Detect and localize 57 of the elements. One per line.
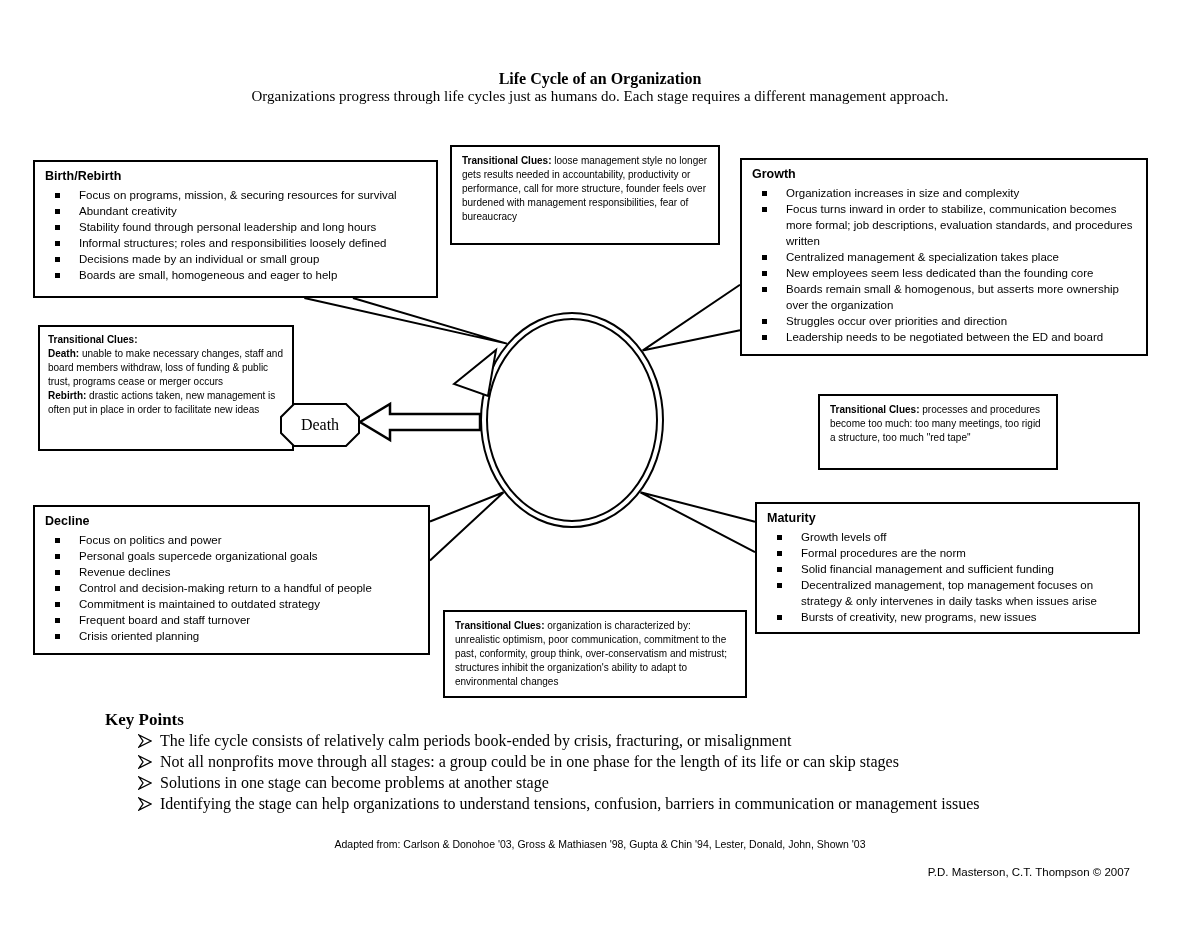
key-point-text: The life cycle consists of relatively calm periods book-ended by crisis, fracturing, or misalignment bbox=[160, 732, 792, 750]
bullet-text: Informal structures; roles and responsibilities loosely defined bbox=[79, 235, 388, 251]
bullet-text: Focus turns inward in order to stabilize, communication becomes more formal; job descriptions, evaluation standards, and procedures written bbox=[786, 201, 1134, 249]
stage-callout bbox=[33, 160, 438, 298]
bullet-text: Solid financial management and sufficient funding bbox=[801, 561, 1055, 577]
bullet-text: Crisis oriented planning bbox=[79, 629, 201, 645]
bullet-text: Frequent board and staff turnover bbox=[79, 612, 252, 628]
note-text: Rebirth: drastic actions taken, new management is often put in place in order to facilitate new ideas bbox=[48, 389, 277, 417]
section-heading: Key Points bbox=[105, 710, 184, 730]
subtitle: Organizations progress through life cycles just as humans do. Each stage requires a different management approach. bbox=[250, 88, 950, 105]
transition-note bbox=[38, 325, 294, 451]
source-note: Adapted from: Carlson & Donohoe '03, Gross & Mathiasen '98, Gupta & Chin '94, Lester, Donald, John, Shown '03 bbox=[333, 838, 867, 850]
callout-pointer bbox=[429, 491, 505, 562]
note-text: Transitional Clues: processes and procedures become too much: too many meetings, too rigid a structure, too much "red tape" bbox=[830, 403, 1042, 445]
bullet-text: Struggles occur over priorities and direction bbox=[786, 314, 1009, 330]
bullet-text: Decisions made by an individual or small group bbox=[79, 251, 321, 267]
callout-pointer bbox=[639, 491, 756, 554]
callout-pointer bbox=[641, 283, 741, 352]
bullet-text: Bursts of creativity, new programs, new issues bbox=[801, 609, 1038, 625]
bullet-text: Stability found through personal leadership and long hours bbox=[79, 219, 378, 235]
stage-heading: Decline bbox=[45, 513, 91, 530]
note-heading: Transitional Clues: bbox=[48, 333, 139, 347]
bullet-text: Boards are small, homogeneous and eager to help bbox=[79, 267, 339, 283]
bullet-text: Revenue declines bbox=[79, 564, 172, 580]
callout-pointer bbox=[303, 297, 508, 345]
stage-callout bbox=[740, 158, 1148, 356]
bullet-text: Growth levels off bbox=[801, 529, 888, 545]
bullet-text: Formal procedures are the norm bbox=[801, 545, 967, 561]
stage-callout bbox=[755, 502, 1140, 634]
bullet-text: Commitment is maintained to outdated strategy bbox=[79, 596, 321, 612]
bullet-text: Control and decision-making return to a handful of people bbox=[79, 580, 373, 596]
stage-callout bbox=[33, 505, 430, 655]
transition-note bbox=[818, 394, 1058, 470]
transition-note bbox=[443, 610, 747, 698]
bullet-text: Abundant creativity bbox=[79, 203, 178, 219]
bullet-text: Decentralized management, top management focuses on strategy & only intervenes in daily tasks when issues arise bbox=[801, 577, 1098, 609]
stage-heading: Maturity bbox=[767, 510, 817, 527]
bullet-text: Focus on programs, mission, & securing resources for survival bbox=[79, 187, 398, 203]
note-text: Transitional Clues: loose management style no longer gets results needed in accountability, productivity or performance, call for more structure, founder feels over burdened with management responsibilities, fear of bureaucracy bbox=[462, 154, 708, 224]
block-arrow bbox=[357, 401, 482, 443]
bullet-text: Organization increases in size and complexity bbox=[786, 185, 1021, 201]
bullet-text: New employees seem less dedicated than the founding core bbox=[786, 265, 1095, 281]
key-point-text: Solutions in one stage can become problems at another stage bbox=[160, 774, 549, 792]
copyright-note: P.D. Masterson, C.T. Thompson © 2007 bbox=[927, 866, 1130, 878]
bullet-text: Leadership needs to be negotiated between the ED and board bbox=[786, 330, 1105, 346]
note-text: Transitional Clues: organization is characterized by: unrealistic optimism, poor communication, commitment to the past, conformity, group think, over-conservatism and mistrust; structures inhibit the organization's ability to adapt to environmental changes bbox=[455, 619, 729, 689]
transition-note bbox=[450, 145, 720, 245]
stage-heading: Growth bbox=[752, 166, 797, 183]
bullet-text: Personal goals supercede organizational goals bbox=[79, 548, 319, 564]
key-point-text: Not all nonprofits move through all stages: a group could be in one phase for the length of its life or can skip stages bbox=[160, 753, 899, 771]
stage-heading: Birth/Rebirth bbox=[45, 168, 123, 185]
bullet-text: Centralized management & specialization takes place bbox=[786, 249, 1060, 265]
bullet-text: Focus on politics and power bbox=[79, 532, 223, 548]
diagram-title: Life Cycle of an Organization bbox=[497, 70, 703, 88]
bullet-text: Boards remain small & homogenous, but asserts more ownership over the organization bbox=[786, 282, 1121, 314]
stage-label: Death bbox=[299, 416, 341, 434]
key-point-text: Identifying the stage can help organizations to understand tensions, confusion, barriers in communication or management issues bbox=[160, 795, 980, 813]
